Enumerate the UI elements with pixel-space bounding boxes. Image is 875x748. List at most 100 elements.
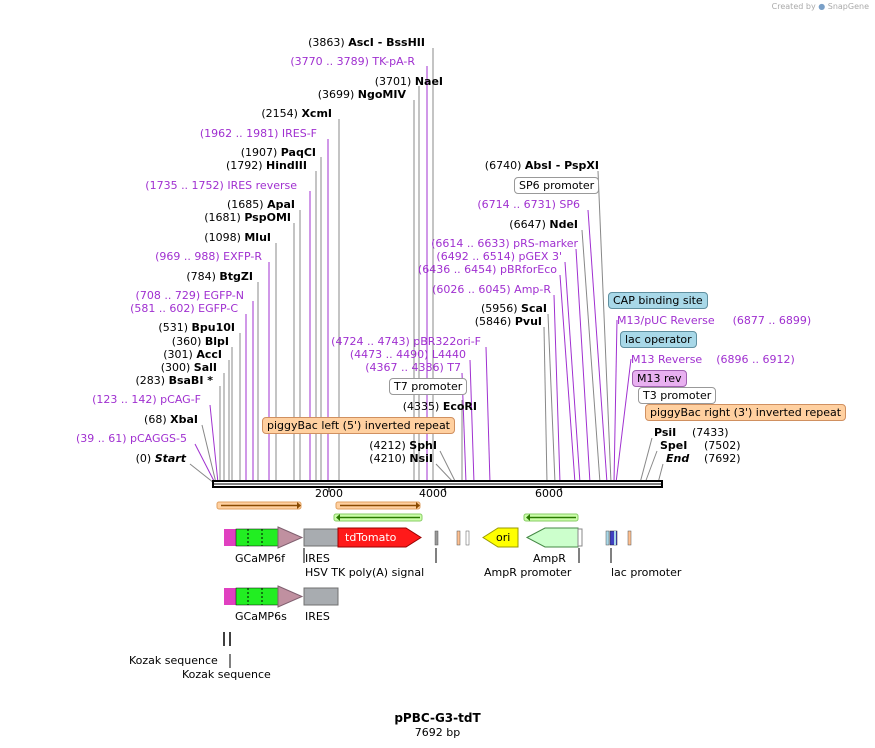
left-site-label-12[interactable]: (969 .. 988) EXFP-R (155, 250, 262, 263)
label-ires-2: IRES (305, 610, 330, 623)
plasmid-length: 7692 bp (414, 726, 461, 739)
left-site-label-16[interactable]: (531) Bpu10I (158, 321, 235, 334)
leader-scai (547, 313, 556, 484)
svg-text:ori: ori (496, 531, 510, 544)
leader-ndei (581, 229, 601, 484)
mid-site-label-3[interactable]: (6026 .. 6045) Amp-R (432, 283, 551, 296)
label-kozak-2: Kozak sequence (182, 668, 271, 681)
leader-pvui (543, 326, 548, 484)
left-site-label-6[interactable]: (1907) PaqCI (241, 146, 316, 159)
label-ampr-promoter: AmpR promoter (484, 566, 572, 579)
right-site-label-4[interactable]: M13 Reverse(6896 .. 6912) (631, 353, 795, 366)
mid-site-labels: (6614 .. 6633) pRS-marker(6492 .. 6514) … (331, 237, 578, 465)
right-site-label-2[interactable]: (6647) NdeI (509, 218, 578, 231)
ires-feature-1[interactable] (303, 528, 339, 547)
small-marker-2 (465, 530, 470, 546)
hsv-marker (434, 530, 439, 546)
right-site-label-7[interactable]: End(7692) (666, 452, 741, 465)
ires-feature-2[interactable] (303, 587, 339, 606)
left-site-label-23[interactable]: (39 .. 61) pCAGGS-5 (76, 432, 187, 445)
badge-m13-rev[interactable]: M13 rev (632, 370, 687, 387)
leader-psii (639, 437, 653, 484)
mid-site-label-0[interactable]: (6614 .. 6633) pRS-marker (431, 237, 578, 250)
mid-site-label-10[interactable]: (4212) SphI (369, 439, 437, 452)
leader-spei (644, 450, 658, 484)
badge-sp6-promoter[interactable]: SP6 promoter (514, 177, 600, 194)
tick-4000: 4000 (419, 487, 447, 500)
mid-site-label-11[interactable]: (4210) NsiI (369, 452, 433, 465)
mid-site-label-9[interactable]: (4335) EcoRI (403, 400, 477, 413)
left-site-label-2[interactable]: (3701) NaeI (375, 75, 443, 88)
snapgene-logo-icon: ● (818, 2, 826, 11)
badge-cap-binding[interactable]: CAP binding site (608, 292, 708, 309)
mid-site-label-4[interactable]: (5956) ScaI (481, 302, 547, 315)
left-site-label-4[interactable]: (2154) XcmI (261, 107, 332, 120)
svg-text:tdTomato: tdTomato (345, 531, 397, 544)
leader-nsii (435, 463, 455, 484)
left-site-label-3[interactable]: (3699) NgoMIV (318, 88, 407, 101)
badge-lac-operator[interactable]: lac operator (620, 331, 697, 348)
left-site-label-21[interactable]: (123 .. 142) pCAG-F (92, 393, 201, 406)
left-site-label-9[interactable]: (1685) ApaI (227, 198, 295, 211)
left-site-label-8[interactable]: (1735 .. 1752) IRES reverse (145, 179, 297, 192)
mid-site-label-7[interactable]: (4473 .. 4490) L4440 (350, 348, 466, 361)
leader-pcaggs5 (194, 443, 216, 484)
left-site-label-7[interactable]: (1792) HindIII (226, 159, 307, 172)
badge-t7-promoter[interactable]: T7 promoter (389, 378, 468, 395)
left-site-label-22[interactable]: (68) XbaI (144, 413, 198, 426)
label-ampr: AmpR (533, 552, 566, 565)
leader-prs (575, 248, 591, 484)
plasmid-name: pPBC-G3-tdT (394, 711, 481, 725)
mid-site-label-1[interactable]: (6492 .. 6514) pGEX 3' (436, 250, 562, 263)
left-site-label-17[interactable]: (360) BlpI (172, 335, 229, 348)
leader-sphi (439, 450, 457, 484)
axis-ticks: 2000 4000 6000 (315, 487, 563, 500)
left-site-label-11[interactable]: (1098) MluI (204, 231, 271, 244)
label-hsv: HSV TK poly(A) signal (305, 566, 424, 579)
label-lac-promoter: lac promoter (611, 566, 682, 579)
left-site-label-13[interactable]: (784) BtgZI (186, 270, 253, 283)
leader-sp6 (587, 209, 608, 484)
leader-start (189, 463, 215, 484)
tick-2000: 2000 (315, 487, 343, 500)
right-site-label-3[interactable]: M13/pUC Reverse(6877 .. 6899) (617, 314, 811, 327)
leader-absi (597, 170, 612, 484)
ampr-feature[interactable] (525, 527, 583, 548)
left-site-label-10[interactable]: (1681) PspOMI (204, 211, 291, 224)
left-site-label-0[interactable]: (3863) AscI - BssHII (308, 36, 425, 49)
mid-site-label-5[interactable]: (5846) PvuI (475, 315, 542, 328)
left-site-label-14[interactable]: (708 .. 729) EGFP-N (136, 289, 244, 302)
badge-piggybac-left[interactable]: piggyBac left (5') inverted repeat (262, 417, 455, 434)
gcamp6s-feature[interactable] (224, 585, 304, 608)
right-site-label-6[interactable]: SpeI(7502) (660, 439, 741, 452)
leader-xbai (201, 424, 217, 484)
right-site-labels: (6740) AbsI - PspXI (6714 .. 6731) SP6 (66… (477, 159, 811, 465)
right-site-label-0[interactable]: (6740) AbsI - PspXI (485, 159, 599, 172)
label-gcamp6f: GCaMP6f (235, 552, 286, 565)
ori-feature[interactable]: ori (482, 527, 519, 548)
left-site-labels: (3863) AscI - BssHII (3770 .. 3789) TK-pA… (76, 36, 443, 465)
left-site-label-1[interactable]: (3770 .. 3789) TK-pA-R (290, 55, 415, 68)
left-site-label-19[interactable]: (300) SalI (161, 361, 217, 374)
mid-site-label-6[interactable]: (4724 .. 4743) pBR322ori-F (331, 335, 481, 348)
gcamp6f-feature[interactable] (224, 526, 304, 549)
tick-6000: 6000 (535, 487, 563, 500)
leader-l4440 (469, 359, 475, 484)
leader-end (657, 463, 664, 484)
leader-ampr (553, 294, 561, 484)
label-kozak-1: Kozak sequence (129, 654, 218, 667)
mid-site-label-8[interactable]: (4367 .. 4386) T7 (365, 361, 461, 374)
left-site-label-20[interactable]: (283) BsaBI * (136, 374, 214, 387)
badge-t3-promoter[interactable]: T3 promoter (638, 387, 717, 404)
tdtomato-feature[interactable]: tdTomato (337, 527, 422, 548)
right-site-label-5[interactable]: PsiI(7433) (654, 426, 729, 439)
mid-site-label-2[interactable]: (6436 .. 6454) pBRforEco (418, 263, 557, 276)
left-site-label-5[interactable]: (1962 .. 1981) IRES-F (200, 127, 317, 140)
left-site-label-15[interactable]: (581 .. 602) EGFP-C (130, 302, 238, 315)
left-site-label-18[interactable]: (301) AccI (163, 348, 222, 361)
left-site-label-24[interactable]: (0) Start (136, 452, 187, 465)
right-site-label-1[interactable]: (6714 .. 6731) SP6 (477, 198, 580, 211)
credit: Created by ● SnapGene (771, 2, 869, 11)
badge-piggybac-right[interactable]: piggyBac right (3') inverted repeat (645, 404, 847, 421)
label-gcamp6s: GCaMP6s (235, 610, 287, 623)
